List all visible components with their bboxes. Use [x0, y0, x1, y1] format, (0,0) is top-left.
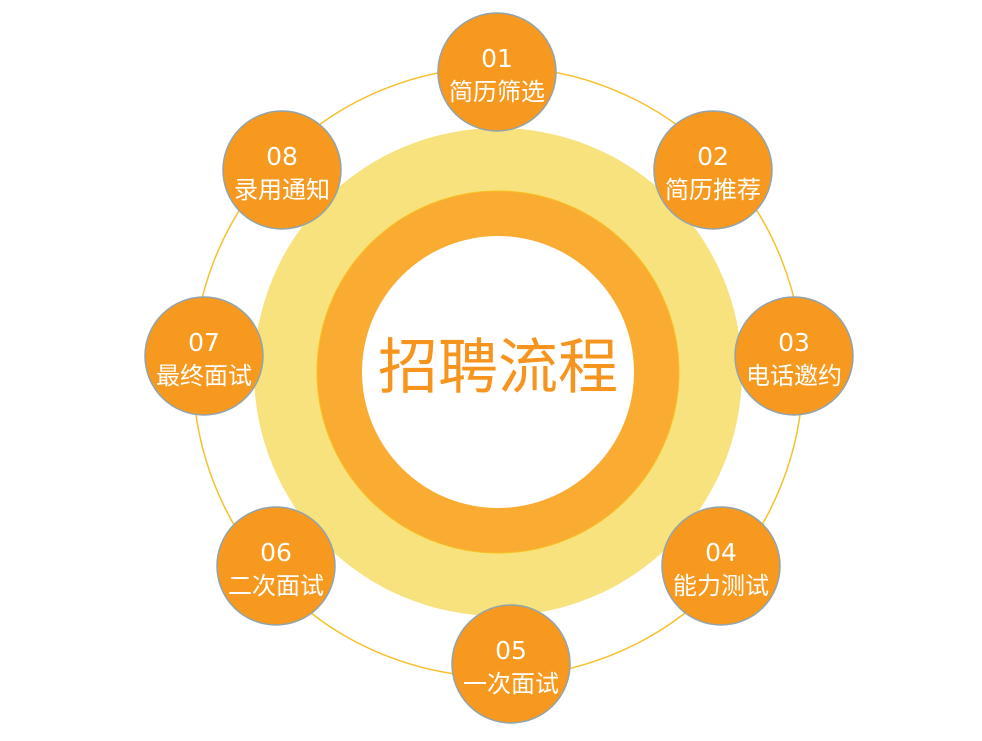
- step-node-08: 08 录用通知: [222, 110, 342, 230]
- step-label: 简历推荐: [665, 176, 761, 204]
- step-circle: [216, 506, 336, 626]
- step-circle: [661, 506, 781, 626]
- diagram-title: 招聘流程: [378, 333, 618, 403]
- step-node-06: 06 二次面试: [216, 506, 336, 626]
- step-label: 二次面试: [228, 572, 324, 600]
- step-circle: [437, 12, 557, 132]
- step-circle: [451, 604, 571, 724]
- step-number: 06: [260, 538, 292, 567]
- step-number: 08: [266, 142, 298, 171]
- step-number: 07: [188, 328, 220, 357]
- step-circle: [734, 296, 854, 416]
- step-node-02: 02 简历推荐: [653, 110, 773, 230]
- step-node-01: 01 简历筛选: [437, 12, 557, 132]
- step-circle: [144, 296, 264, 416]
- inner-white-disc: [362, 236, 634, 508]
- step-number: 01: [481, 44, 513, 73]
- step-label: 录用通知: [234, 176, 330, 204]
- step-label: 电话邀约: [746, 362, 842, 390]
- step-number: 04: [705, 538, 737, 567]
- step-label: 最终面试: [156, 362, 252, 390]
- step-node-07: 07 最终面试: [144, 296, 264, 416]
- step-label: 一次面试: [463, 670, 559, 698]
- step-number: 05: [495, 636, 527, 665]
- step-circle: [222, 110, 342, 230]
- step-label: 能力测试: [673, 572, 769, 600]
- step-circle: [653, 110, 773, 230]
- step-node-04: 04 能力测试: [661, 506, 781, 626]
- step-node-03: 03 电话邀约: [734, 296, 854, 416]
- step-number: 03: [778, 328, 810, 357]
- step-number: 02: [697, 142, 729, 171]
- step-label: 简历筛选: [449, 78, 545, 106]
- step-node-05: 05 一次面试: [451, 604, 571, 724]
